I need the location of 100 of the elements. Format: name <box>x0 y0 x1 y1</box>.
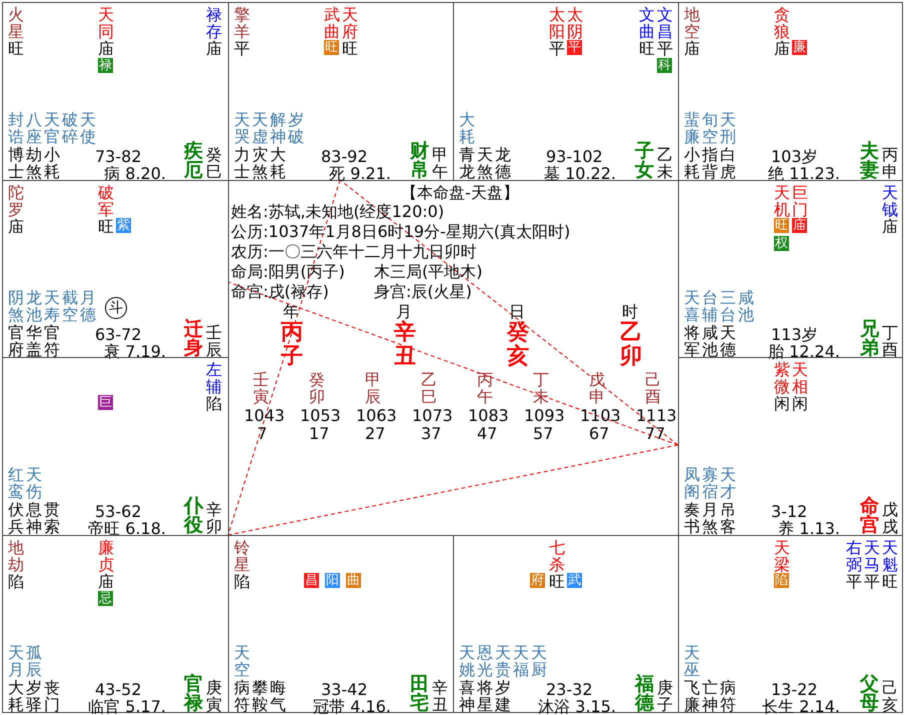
palace-name: 命宫 <box>860 497 879 535</box>
deity-name: 官府 <box>8 324 24 358</box>
palace-name: 夫妻 <box>860 142 879 180</box>
deity-name: 病符 <box>720 679 736 713</box>
decade-year: 1103 <box>580 407 621 424</box>
star-name: 天相 <box>792 361 808 395</box>
brightness-label: 闲 <box>792 395 808 412</box>
pillar-label: 日 <box>509 303 525 320</box>
info-line: 身宫:辰(火星) <box>374 283 472 300</box>
deity-name: 大耗 <box>270 146 286 180</box>
palace-cell <box>2 535 229 713</box>
deity-name: 小耗 <box>44 146 60 180</box>
deity-name: 岁建 <box>495 679 511 713</box>
decade-age: 37 <box>421 425 442 442</box>
age-range: 63-72 <box>95 326 142 343</box>
deity-name: 大耗 <box>8 679 24 713</box>
star-name: 文昌 <box>657 6 673 40</box>
star-name: 左辅 <box>206 361 222 395</box>
star-name: 右弼 <box>846 539 862 573</box>
life-stage-date: 死 9.21. <box>329 165 391 182</box>
decade-year: 1043 <box>244 407 285 424</box>
stem-branch: 癸巳 <box>206 146 222 180</box>
star-name: 天同 <box>98 6 114 40</box>
deity-name: 飞廉 <box>684 679 700 713</box>
life-stage-date: 临官 5.17. <box>88 698 166 715</box>
palace-cell <box>228 2 454 181</box>
brightness-label: 庙 <box>8 218 24 235</box>
deity-name: 吊客 <box>720 501 736 535</box>
dashed-connector-line <box>228 180 340 536</box>
star-name: 破军 <box>98 184 114 218</box>
decade-year: 1073 <box>412 407 453 424</box>
deity-name: 贯索 <box>44 501 60 535</box>
palace-cell <box>2 2 229 181</box>
decade-stem-branch: 戊申 <box>589 371 605 405</box>
minor-star-name: 天喜 <box>684 289 700 323</box>
star-name: 禄存 <box>206 6 222 40</box>
stem-branch: 丁酉 <box>882 324 898 358</box>
life-stage-date: 长生 2.14. <box>762 698 840 715</box>
decade-age: 57 <box>533 425 554 442</box>
minor-star-name: 月德 <box>80 289 96 323</box>
deity-name: 青龙 <box>459 146 475 180</box>
star-name: 太阴 <box>567 6 583 40</box>
transform-badge: 陷 <box>774 573 789 588</box>
minor-star-name: 破碎 <box>62 111 78 145</box>
brightness-label: 平 <box>846 573 862 590</box>
decade-age: 47 <box>477 425 498 442</box>
transform-badge: 旺 <box>324 40 339 55</box>
minor-star-name: 天虚 <box>252 111 268 145</box>
info-line: 姓名:苏轼,未知地(经度120:0) <box>231 203 444 220</box>
minor-star-name: 天伤 <box>26 466 42 500</box>
decade-stem-branch: 乙巳 <box>421 371 437 405</box>
minor-star-name: 封诰 <box>8 111 24 145</box>
deity-name: 白虎 <box>720 146 736 180</box>
deity-name: 劫煞 <box>26 146 42 180</box>
star-name: 巨门 <box>792 184 808 218</box>
deity-name: 灾煞 <box>252 146 268 180</box>
palace-cell <box>453 535 679 713</box>
life-stage-date: 病 8.20. <box>104 165 166 182</box>
deity-name: 月煞 <box>702 501 718 535</box>
age-range: 3-12 <box>771 503 808 520</box>
brightness-label: 旺 <box>342 40 358 57</box>
chart-title: 【本命盘-天盘】 <box>401 184 519 201</box>
decade-year: 1083 <box>468 407 509 424</box>
transform-badge: 科 <box>657 58 672 73</box>
minor-star-name: 恩光 <box>477 644 493 678</box>
star-name: 紫微 <box>774 361 790 395</box>
minor-star-name: 寡宿 <box>702 466 718 500</box>
star-name: 天梁 <box>774 539 790 573</box>
star-name: 天马 <box>864 539 880 573</box>
minor-star-name: 龙池 <box>26 289 42 323</box>
minor-star-name: 天寿 <box>44 289 60 323</box>
palace-name: 仆役 <box>184 497 203 535</box>
age-range: 83-92 <box>321 148 368 165</box>
deity-name: 将星 <box>477 679 493 713</box>
palace-name: 财帛 <box>410 142 429 180</box>
decade-stem-branch: 丙午 <box>477 371 493 405</box>
palace-cell <box>678 535 903 713</box>
transform-badge: 紫 <box>116 218 131 233</box>
decade-year: 1113 <box>636 407 677 424</box>
pillar-stem-branch: 丙子 <box>281 321 303 369</box>
brightness-label: 旺 <box>8 40 24 57</box>
transform-badge: 阳 <box>325 573 340 588</box>
minor-star-name: 天月 <box>8 644 24 678</box>
palace-cell <box>2 357 229 536</box>
decade-age: 7 <box>257 425 268 442</box>
palace-name: 田宅 <box>410 675 429 713</box>
transform-badge: 廉 <box>792 40 807 55</box>
age-range: 73-82 <box>95 148 142 165</box>
minor-star-name: 截空 <box>62 289 78 323</box>
star-name: 贪狼 <box>774 6 790 40</box>
decade-stem-branch: 壬寅 <box>253 371 269 405</box>
pillar-label: 时 <box>622 303 638 320</box>
life-stage-date: 墓 10.22. <box>544 165 616 182</box>
transform-badge: 忌 <box>98 591 113 606</box>
pillar-stem-branch: 乙卯 <box>620 321 642 369</box>
transform-badge: 旺 <box>774 218 789 233</box>
age-range: 53-62 <box>95 503 142 520</box>
palace-cell <box>228 535 454 713</box>
brightness-label: 陷 <box>8 573 24 590</box>
age-range: 93-102 <box>546 148 603 165</box>
